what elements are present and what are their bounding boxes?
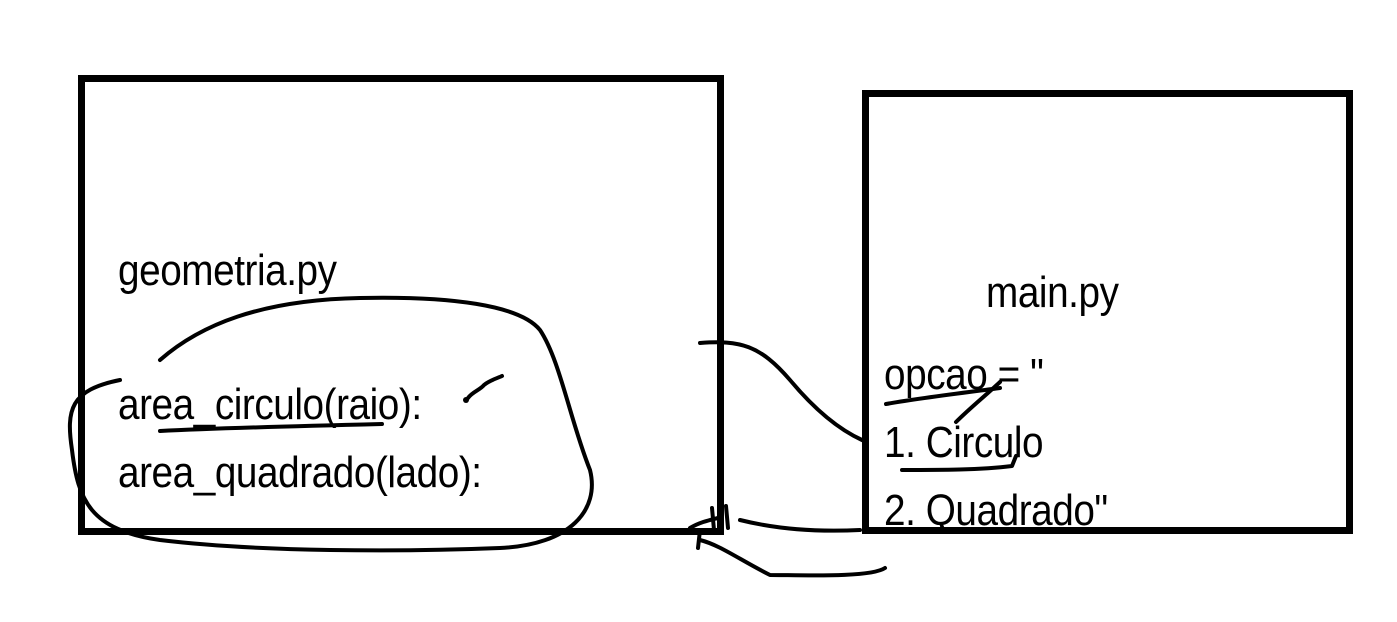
opcao-line: opcao = " xyxy=(884,350,1044,399)
option-circulo-line: 1. Circulo xyxy=(884,418,1044,467)
function-area-quadrado: area_quadrado(lado): xyxy=(118,448,482,497)
connector-curve-top xyxy=(698,340,864,442)
main-title: main.py xyxy=(986,268,1119,317)
option-quadrado-line: 2. Quadrado" xyxy=(884,486,1108,535)
function-area-circulo: area_circulo(raio): xyxy=(118,380,422,429)
connector-curve-lower xyxy=(698,538,887,578)
geometria-title: geometria.py xyxy=(118,246,337,295)
connector-curve-bottom xyxy=(738,518,862,533)
